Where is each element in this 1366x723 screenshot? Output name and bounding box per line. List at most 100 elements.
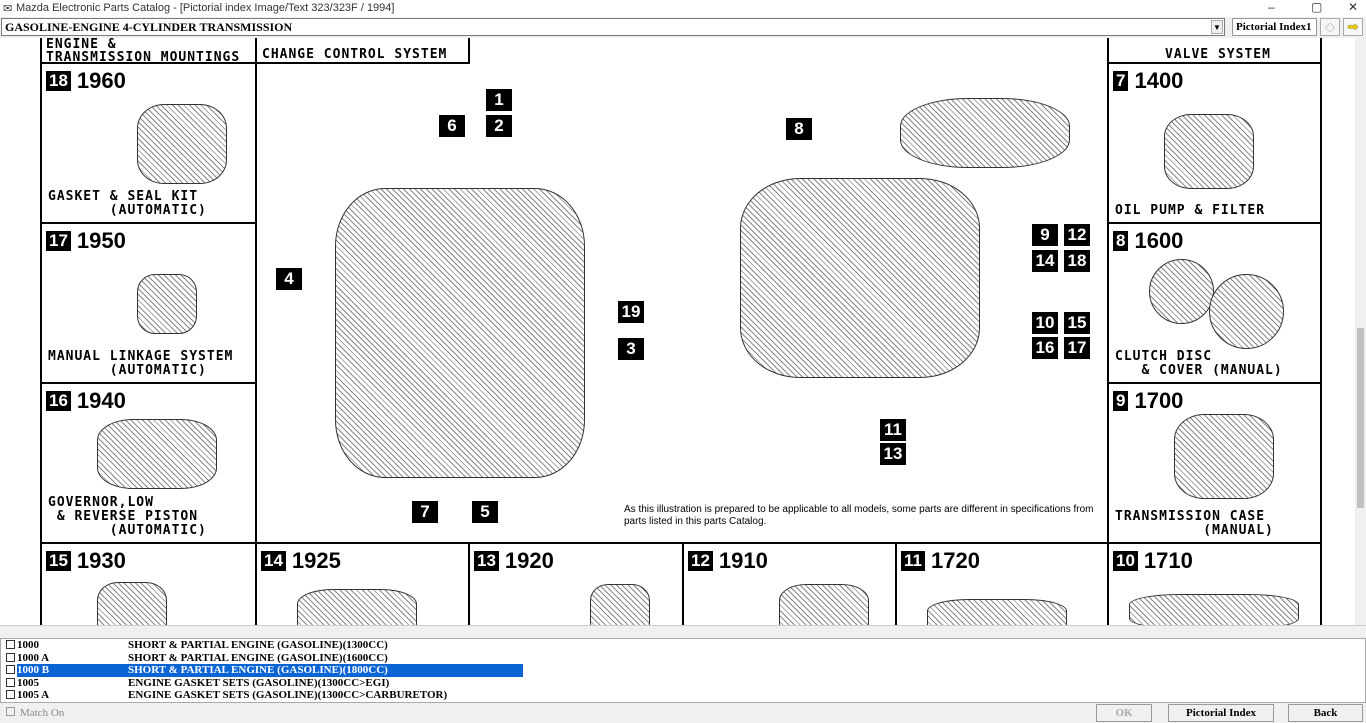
match-on-label: Match On	[20, 707, 65, 719]
cell-code: 1720	[930, 548, 980, 573]
cell-code: 1950	[76, 228, 126, 253]
scrollbar-thumb[interactable]	[1357, 328, 1364, 508]
callout-16[interactable]: 16	[1032, 337, 1058, 359]
list-item[interactable]: 1000 SHORT & PARTIAL ENGINE (GASOLINE)(13…	[1, 639, 1365, 652]
prev-arrow-button[interactable]: ◇	[1320, 18, 1340, 36]
part-illustration	[927, 599, 1067, 625]
back-button[interactable]: Back	[1288, 704, 1363, 722]
vertical-scrollbar[interactable]	[1355, 38, 1366, 625]
callout-7[interactable]: 7	[412, 501, 438, 523]
item-description: ENGINE GASKET SETS (GASOLINE)(1300CC>CAR…	[128, 689, 448, 701]
cell-code: 1700	[1134, 388, 1184, 413]
cell-number: 11	[901, 551, 925, 571]
cell-label: TRANSMISSION CASE (MANUAL)	[1115, 509, 1274, 538]
item-description: ENGINE GASKET SETS (GASOLINE)(1300CC>EGI…	[128, 676, 390, 689]
minimize-button[interactable]: –	[1268, 0, 1275, 14]
cell-number: 14	[261, 551, 286, 571]
cell-code: 1920	[504, 548, 554, 573]
callout-2[interactable]: 2	[486, 115, 512, 137]
callout-6[interactable]: 6	[439, 115, 465, 137]
cell-number: 12	[688, 551, 713, 571]
header-change-control: CHANGE CONTROL SYSTEM	[262, 47, 448, 62]
callout-3[interactable]: 3	[618, 338, 644, 360]
close-button[interactable]: ✕	[1348, 0, 1359, 14]
callout-17[interactable]: 17	[1064, 337, 1090, 359]
window-title: Mazda Electronic Parts Catalog - [Pictor…	[16, 2, 395, 14]
oil-pump-illustration	[1164, 114, 1254, 189]
checkbox[interactable]	[6, 640, 15, 649]
callout-9[interactable]: 9	[1032, 224, 1058, 246]
callout-4[interactable]: 4	[276, 268, 302, 290]
item-code: 1000	[17, 639, 39, 651]
list-item[interactable]: 1005 A ENGINE GASKET SETS (GASOLINE)(1300…	[1, 689, 1365, 702]
callout-10[interactable]: 10	[1032, 312, 1058, 334]
clutch-disc-illustration	[1149, 259, 1214, 324]
pictorial-index-field[interactable]: Pictorial Index1	[1232, 18, 1317, 36]
callout-14[interactable]: 14	[1032, 250, 1058, 272]
shift-linkage-illustration	[900, 98, 1070, 168]
callout-5[interactable]: 5	[472, 501, 498, 523]
cell-code: 1400	[1134, 68, 1184, 93]
app-icon: ✉	[3, 3, 13, 15]
cell-code: 1930	[76, 548, 126, 573]
group-select[interactable]: GASOLINE-ENGINE 4-CYLINDER TRANSMISSION▼	[1, 18, 1225, 36]
title-bar: ✉ Mazda Electronic Parts Catalog - [Pict…	[0, 0, 1366, 17]
item-description: SHORT & PARTIAL ENGINE (GASOLINE)(1300CC…	[128, 639, 388, 651]
pictorial-index-button[interactable]: Pictorial Index	[1168, 704, 1274, 722]
checkbox[interactable]	[6, 652, 15, 662]
item-description: SHORT & PARTIAL ENGINE (GASOLINE)(1800CC…	[128, 664, 388, 676]
callout-12[interactable]: 12	[1064, 224, 1090, 246]
item-code: 1000 B	[17, 664, 50, 676]
header-valve-system: VALVE SYSTEM	[1165, 47, 1271, 62]
callout-19[interactable]: 19	[618, 301, 644, 323]
next-arrow-button[interactable]: ➡	[1343, 18, 1363, 36]
item-code: 1005 A	[17, 689, 50, 701]
linkage-illustration	[137, 274, 197, 334]
match-on-checkbox[interactable]: Match On	[6, 707, 64, 719]
callout-13[interactable]: 13	[880, 443, 906, 465]
footer-bar: Match On OK Pictorial Index Back	[0, 703, 1366, 723]
pictorial-index-image: ENGINE & TRANSMISSION MOUNTINGS CHANGE C…	[0, 38, 1355, 625]
cell-number: 8	[1113, 231, 1129, 251]
callout-15[interactable]: 15	[1064, 312, 1090, 334]
list-item-selected[interactable]: 1000 B SHORT & PARTIAL ENGINE (GASOLINE)(…	[1, 664, 1365, 677]
callout-1[interactable]: 1	[486, 89, 512, 111]
transmission-case-illustration	[1174, 414, 1274, 499]
cell-number: 15	[46, 551, 71, 571]
cell-label: CLUTCH DISC & COVER (MANUAL)	[1115, 349, 1283, 378]
cell-number: 16	[46, 391, 71, 411]
callout-18[interactable]: 18	[1064, 250, 1090, 272]
splitter[interactable]	[0, 625, 1366, 638]
cell-number: 13	[474, 551, 499, 571]
cell-number: 9	[1113, 391, 1129, 411]
cell-label: GOVERNOR,LOW & REVERSE PISTON (AUTOMATIC…	[48, 495, 207, 538]
ok-button[interactable]: OK	[1096, 704, 1152, 722]
toolbar: GASOLINE-ENGINE 4-CYLINDER TRANSMISSION▼…	[0, 17, 1366, 38]
chevron-down-icon[interactable]: ▼	[1211, 20, 1223, 34]
clutch-cover-illustration	[1209, 274, 1284, 349]
callout-11[interactable]: 11	[880, 419, 906, 441]
maximize-button[interactable]: ▢	[1311, 0, 1323, 14]
checkbox[interactable]	[6, 665, 15, 674]
cell-code: 1925	[291, 548, 341, 573]
illustration-note: As this illustration is prepared to be a…	[624, 504, 1094, 527]
governor-illustration	[97, 419, 217, 489]
part-illustration	[97, 582, 167, 625]
callout-8[interactable]: 8	[786, 118, 812, 140]
checkbox[interactable]	[6, 677, 15, 687]
checkbox[interactable]	[6, 690, 15, 699]
